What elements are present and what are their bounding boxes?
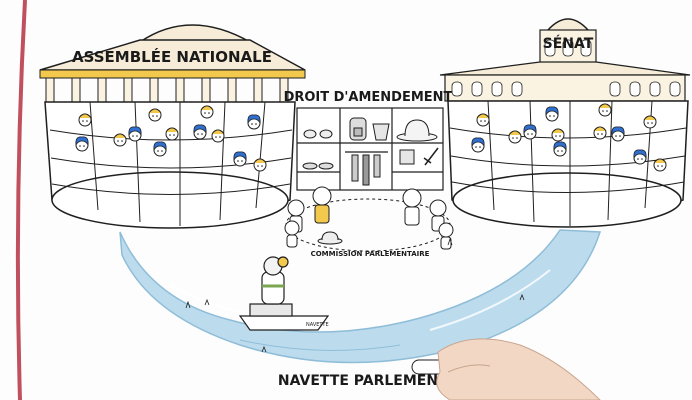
senat-label: SÉNAT bbox=[543, 35, 594, 52]
navette-boat bbox=[240, 257, 328, 330]
boat-name-label: NAVETTE bbox=[306, 322, 329, 328]
bucket-icon bbox=[373, 124, 389, 140]
commission-group bbox=[285, 187, 453, 251]
commission-label: COMMISSION PARLEMENTAIRE bbox=[311, 250, 430, 258]
hat-on-table-icon bbox=[318, 232, 342, 244]
assemblee-nationale-label: ASSEMBLÉE NATIONALE bbox=[72, 47, 272, 66]
navette-parlementaire-label: NAVETTE PARLEMEN bbox=[278, 373, 438, 389]
pot-icon bbox=[400, 150, 414, 164]
backpack-icon bbox=[350, 118, 366, 140]
left-edge-stripe bbox=[18, 0, 25, 400]
droit-amendement-label: DROIT D'AMENDEMENT bbox=[284, 90, 453, 105]
